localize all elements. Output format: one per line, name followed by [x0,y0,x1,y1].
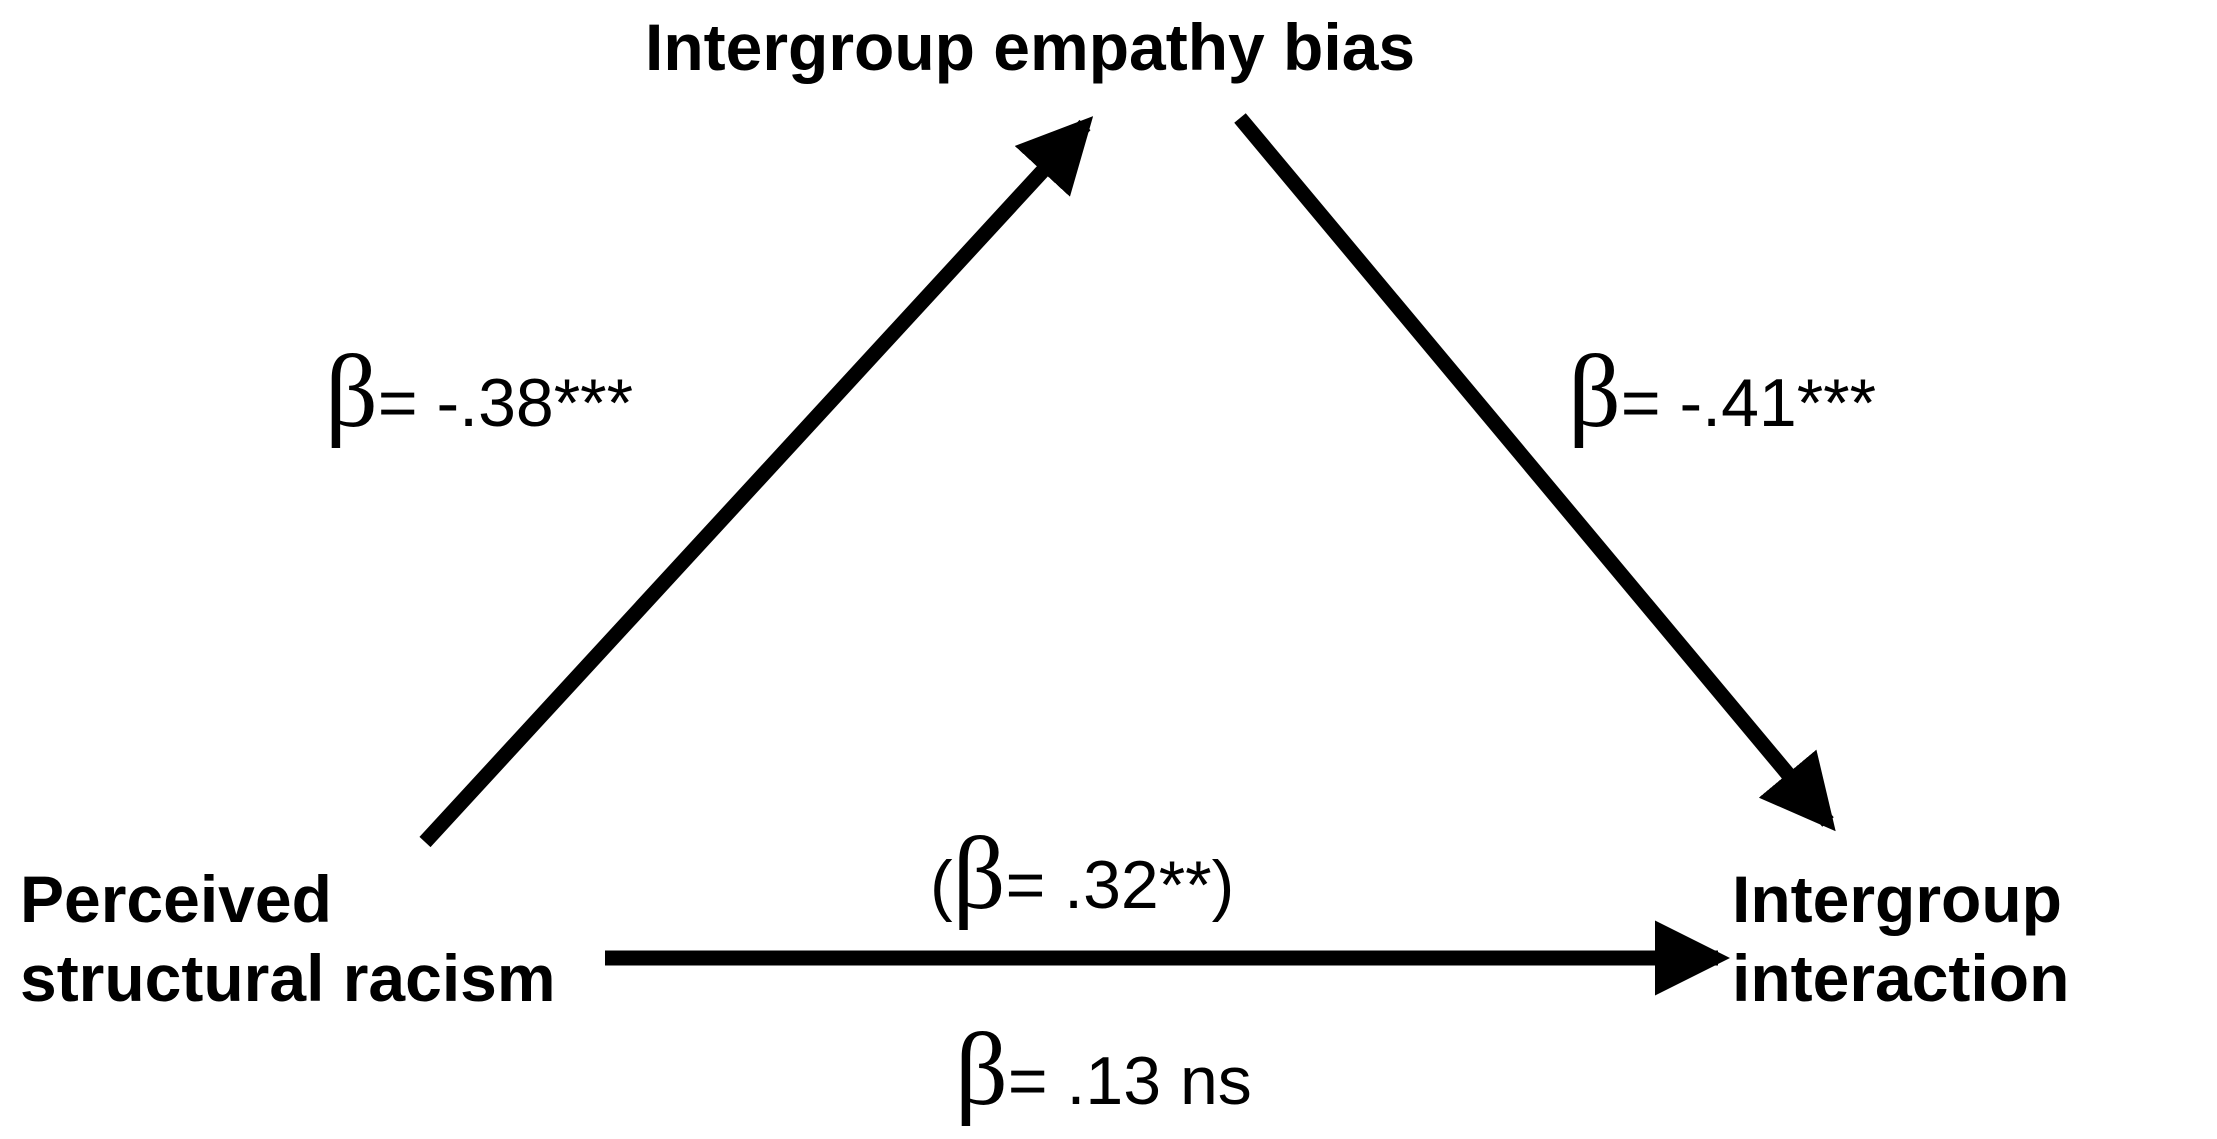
coefficient-value: = .13 ns [1007,1043,1252,1119]
path-a-coefficient: β = -.38*** [325,340,633,444]
node-intergroup-interaction: Intergroup interaction [1732,860,2069,1018]
node-label-line: Intergroup [1732,862,2062,936]
beta-symbol: β [325,334,378,449]
arrow-mediator-to-outcome [1234,113,1836,832]
beta-symbol: β [1568,334,1621,449]
coefficient-value: = -.41*** [1620,365,1877,441]
close-parenthesis: ) [1211,847,1235,923]
path-c-total-coefficient: ( β = .32** ) [930,822,1234,926]
node-label-line: Intergroup empathy bias [645,10,1416,84]
path-c-direct-coefficient: β = .13 ns [955,1018,1252,1122]
path-b-coefficient: β = -.41*** [1568,340,1876,444]
coefficient-value: = -.38*** [377,365,634,441]
node-perceived-structural-racism: Perceived structural racism [20,860,556,1018]
arrow-predictor-to-mediator [419,116,1094,848]
node-label-line: Perceived [20,862,332,936]
node-label-line: interaction [1732,941,2070,1016]
node-label-line: structural racism [20,941,556,1016]
beta-symbol: β [952,816,1006,931]
node-intergroup-empathy-bias: Intergroup empathy bias [645,8,1415,87]
beta-symbol: β [955,1012,1008,1127]
coefficient-value: = .32** [1005,847,1212,923]
open-parenthesis: ( [930,847,953,923]
